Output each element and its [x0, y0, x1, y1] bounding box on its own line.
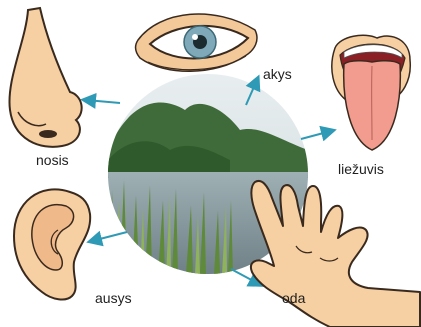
label-liezuvis: liežuvis — [338, 161, 384, 177]
label-ausys: ausys — [95, 290, 132, 306]
label-oda: oda — [282, 290, 305, 306]
ear-icon — [14, 189, 90, 299]
eye-icon — [136, 14, 257, 71]
label-akys: akys — [263, 66, 292, 82]
nose-icon — [9, 8, 81, 147]
arrow-to-nose — [86, 100, 120, 103]
label-nosis: nosis — [36, 152, 69, 168]
tongue-icon — [332, 35, 410, 150]
arrow-to-ear — [92, 232, 127, 241]
arrow-to-tongue — [301, 131, 331, 139]
